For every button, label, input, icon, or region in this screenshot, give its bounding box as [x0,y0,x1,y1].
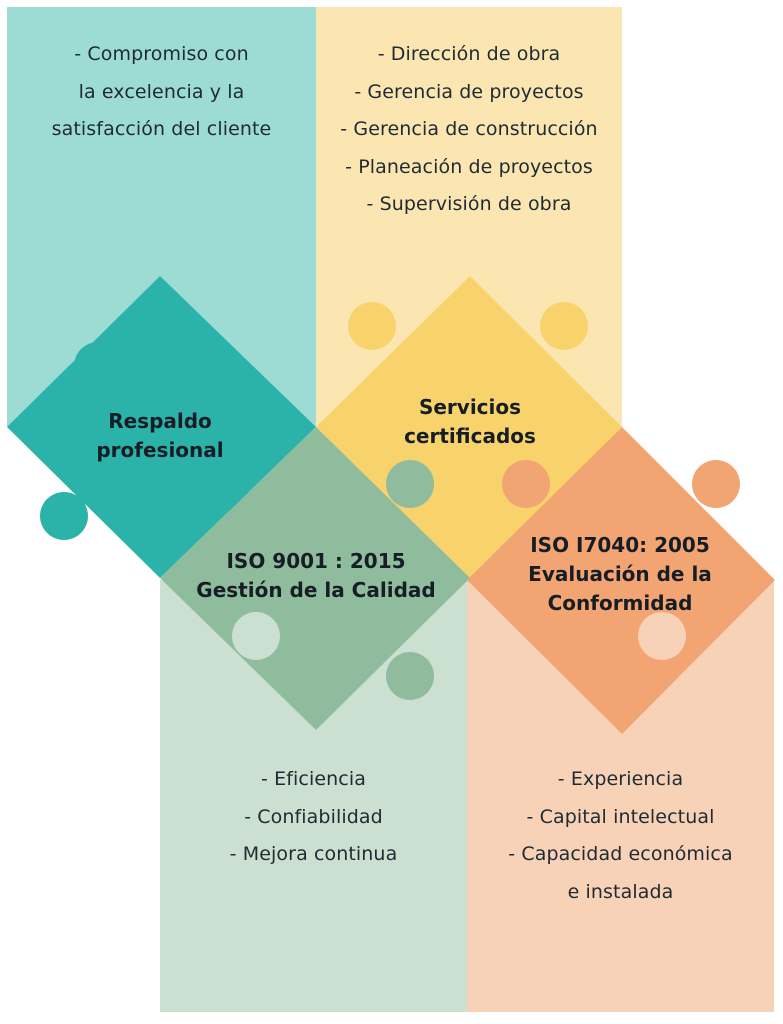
green-piece-label: ISO 9001 : 2015 Gestión de la Calidad [186,547,446,605]
yellow-panel-line: - Planeación de proyectos [345,155,593,178]
teal-panel-line: satisfacción del cliente [51,118,272,140]
yellow-piece-label-line: certificados [404,424,536,448]
yellow-panel-line: - Gerencia de proyectos [354,80,584,103]
orange-panel-line: e instalada [567,880,674,903]
teal-piece-label-line: profesional [96,438,224,462]
orange-puzzle-piece [467,427,775,734]
teal-panel-text: - Compromiso con la excelencia y la sati… [7,36,316,149]
yellow-panel-text: - Dirección de obra - Gerencia de proyec… [316,36,622,224]
orange-panel-line: - Capacidad económica [508,843,733,865]
orange-piece-label-line: ISO I7040: 2005 [530,533,710,557]
green-panel-line: - Eficiencia [261,768,366,790]
green-panel-line: - Confiabilidad [244,805,383,828]
teal-piece-label: Respaldo profesional [60,407,260,465]
orange-piece-label: ISO I7040: 2005 Evaluación de la Conform… [510,531,730,618]
orange-piece-label-line: Evaluación de la [528,562,712,586]
orange-piece-notch [638,612,686,660]
yellow-panel-line: - Gerencia de construcción [340,118,598,140]
yellow-panel-line: - Supervisión de obra [366,193,572,215]
green-piece-notch [232,612,280,660]
green-piece-label-line: Gestión de la Calidad [196,578,436,602]
yellow-panel-line: - Dirección de obra [377,43,561,65]
green-puzzle-piece [160,427,470,730]
green-panel-text: - Eficiencia - Confiabilidad - Mejora co… [160,761,467,874]
orange-panel-line: - Experiencia [557,768,684,790]
green-panel-line: - Mejora continua [229,843,398,865]
yellow-piece-label: Servicios certificados [370,393,570,451]
orange-panel-line: - Capital intelectual [526,805,715,828]
teal-panel-line: - Compromiso con [74,43,249,65]
teal-piece-label-line: Respaldo [108,409,212,433]
orange-piece-label-line: Conformidad [547,591,693,615]
orange-panel-text: - Experiencia - Capital intelectual - Ca… [467,761,774,911]
teal-panel-line: la excelencia y la [78,80,245,103]
yellow-piece-label-line: Servicios [418,395,522,419]
green-piece-label-line: ISO 9001 : 2015 [226,549,406,573]
